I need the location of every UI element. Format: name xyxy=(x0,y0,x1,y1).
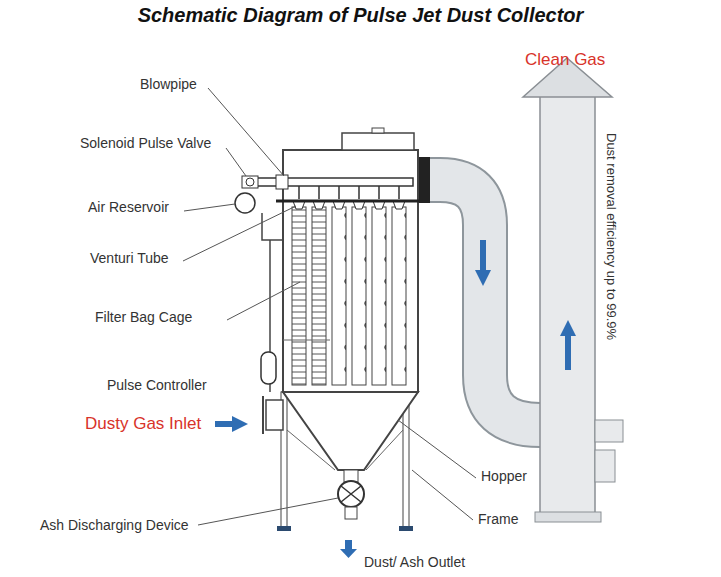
filter-bag xyxy=(352,207,366,385)
part-label: Blowpipe xyxy=(140,76,197,92)
hopper xyxy=(283,392,418,470)
efficiency-note: Dust removal efficiency up to 99.9% xyxy=(604,133,619,340)
part-label: Hopper xyxy=(481,468,527,484)
leader-line xyxy=(208,88,284,176)
solenoid-valve xyxy=(242,176,258,188)
lid-handle xyxy=(372,128,384,133)
gas-label: Clean Gas xyxy=(525,50,605,70)
fan-motor xyxy=(595,420,623,442)
leader-line xyxy=(227,282,300,320)
inlet-arrow-shaft xyxy=(215,421,233,427)
frame-foot xyxy=(399,526,413,531)
part-label: Ash Discharging Device xyxy=(40,517,189,533)
filter-bag xyxy=(312,207,326,385)
leader-line xyxy=(412,470,473,520)
filter-bag xyxy=(332,207,346,385)
fan-housing xyxy=(595,450,615,482)
tube-sheet xyxy=(276,200,420,203)
flow-arrow-shaft xyxy=(480,240,486,270)
part-label: Air Reservoir xyxy=(88,199,169,215)
bag-divider xyxy=(283,340,330,341)
rotary-valve xyxy=(338,481,364,507)
flow-arrow-head xyxy=(560,320,576,336)
leader-line xyxy=(198,498,338,525)
rotary-valve-vanes xyxy=(341,486,361,502)
leader-line xyxy=(226,148,246,176)
duct-outline xyxy=(418,180,540,425)
leader-line xyxy=(183,206,296,261)
inlet-flange-plate xyxy=(262,396,264,434)
leader-line xyxy=(398,420,476,478)
inlet-flange xyxy=(266,400,283,430)
flow-arrow-shaft xyxy=(565,335,571,370)
frame-foot xyxy=(277,526,291,531)
gas-label: Dusty Gas Inlet xyxy=(85,414,201,434)
exhaust-stack xyxy=(540,95,595,515)
part-label: Solenoid Pulse Valve xyxy=(80,135,211,151)
diagram-title: Schematic Diagram of Pulse Jet Dust Coll… xyxy=(0,3,721,27)
discharge-spout xyxy=(345,507,357,519)
part-label: Venturi Tube xyxy=(90,250,169,266)
part-label: Pulse Controller xyxy=(107,377,207,393)
solenoid-coil xyxy=(246,178,254,186)
part-label: Dust/ Ash Outlet xyxy=(364,554,465,570)
part-label: Filter Bag Cage xyxy=(95,309,192,325)
outlet-arrow-head xyxy=(340,549,357,558)
stack-base xyxy=(535,512,601,522)
inlet-arrow-head xyxy=(232,416,248,432)
top-lid xyxy=(342,133,414,150)
duct-pipe xyxy=(418,180,540,425)
filter-bag xyxy=(292,207,306,385)
pulse-controller xyxy=(261,352,276,384)
blow-nozzle xyxy=(299,186,399,199)
part-label: Frame xyxy=(478,511,518,527)
pipe-coupling xyxy=(276,175,288,189)
filter-bag xyxy=(372,207,386,385)
outlet-collar xyxy=(418,157,430,203)
outlet-arrow-shaft xyxy=(345,540,352,550)
air-reservoir xyxy=(235,193,255,213)
leader-line xyxy=(184,204,235,211)
flow-arrow-head xyxy=(475,270,491,286)
filter-bag xyxy=(392,207,406,385)
